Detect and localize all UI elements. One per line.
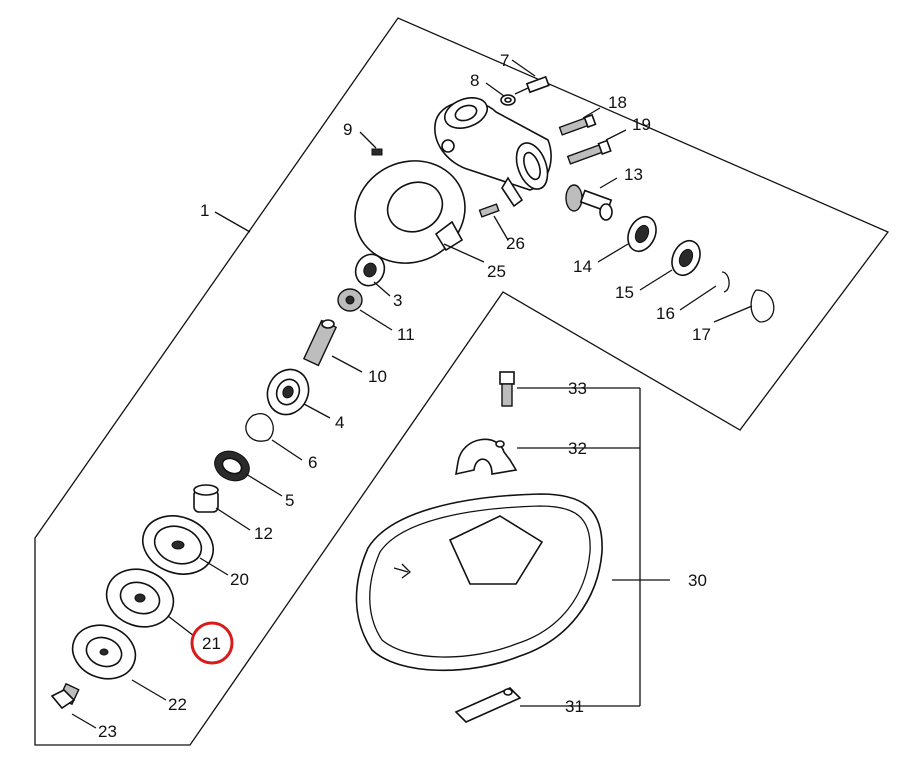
- label-5: 5: [285, 491, 294, 510]
- label-6: 6: [308, 453, 317, 472]
- leader-lines: [71, 59, 753, 729]
- label-8: 8: [470, 71, 479, 90]
- gear-11: [337, 288, 363, 312]
- label-22: 22: [168, 695, 187, 714]
- label-19: 19: [632, 115, 651, 134]
- label-3: 3: [393, 291, 402, 310]
- label-10: 10: [368, 367, 387, 386]
- cover-22: [71, 624, 137, 680]
- highlight-circle: [190, 621, 234, 665]
- label-9: 9: [343, 120, 352, 139]
- spindle-10: [302, 319, 338, 367]
- shield-plate: [354, 160, 466, 264]
- label-32: 32: [568, 439, 587, 458]
- washer-8: [500, 94, 516, 106]
- snap-ring-17: [750, 289, 775, 323]
- screw-18: [558, 113, 597, 136]
- label-4: 4: [335, 413, 344, 432]
- label-13: 13: [624, 165, 643, 184]
- part-labels: 1 7 8 9 18 19 13 26 25 14 15 16 17 3 11 …: [98, 51, 711, 741]
- snap-ring-6: [245, 413, 274, 442]
- clamp-32: [455, 438, 518, 476]
- holder-20: [142, 515, 214, 575]
- gear-shaft-13: [565, 184, 613, 221]
- assembly-outline: [34, 17, 890, 746]
- label-25: 25: [487, 262, 506, 281]
- label-18: 18: [608, 93, 627, 112]
- screw-7: [514, 75, 550, 95]
- seal-5: [214, 450, 250, 482]
- screw-9: [371, 148, 383, 156]
- label-30: 30: [688, 571, 707, 590]
- label-1: 1: [200, 201, 209, 220]
- guard-group-bracket: [517, 387, 670, 707]
- label-31: 31: [565, 697, 584, 716]
- bearing-4: [266, 368, 310, 416]
- label-15: 15: [615, 283, 634, 302]
- label-26: 26: [506, 234, 525, 253]
- label-20: 20: [230, 570, 249, 589]
- washer-21: [105, 568, 175, 628]
- bearing-14: [627, 215, 657, 253]
- label-21: 21: [202, 634, 221, 653]
- label-16: 16: [656, 304, 675, 323]
- bolt-33: [499, 371, 515, 407]
- label-17: 17: [692, 325, 711, 344]
- gear-housing: [434, 97, 552, 208]
- guard-30: [355, 493, 603, 672]
- bearing-15: [671, 239, 701, 277]
- bolt-23: [50, 682, 80, 710]
- screw-26: [478, 203, 500, 218]
- clip-16: [721, 271, 730, 293]
- label-33: 33: [568, 379, 587, 398]
- label-7: 7: [500, 51, 509, 70]
- bearing-3: [354, 253, 386, 287]
- collar-12: [193, 484, 219, 513]
- label-11: 11: [397, 325, 415, 344]
- screw-19: [566, 139, 612, 165]
- label-14: 14: [573, 257, 592, 276]
- plate-31: [454, 687, 522, 723]
- label-23: 23: [98, 722, 117, 741]
- label-12: 12: [254, 524, 273, 543]
